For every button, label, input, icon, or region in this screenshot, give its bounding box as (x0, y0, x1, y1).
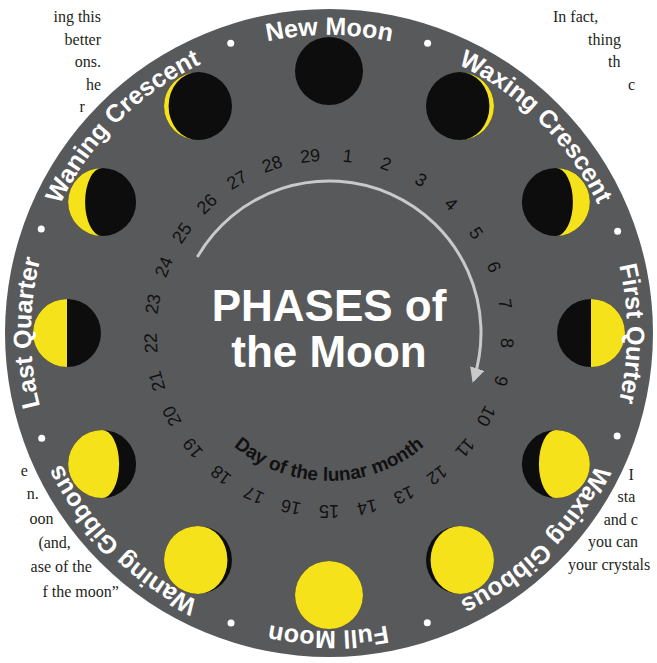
moon-lit (591, 299, 625, 367)
article-text-fragment: In fact, (553, 8, 598, 26)
article-text-fragment: I (628, 466, 633, 484)
article-text-fragment: ing this (53, 8, 101, 26)
separator-dot (228, 619, 235, 626)
article-text-fragment: you can (588, 533, 638, 551)
separator-dot (38, 435, 45, 442)
moon-dark (557, 299, 625, 367)
article-text-fragment: better (65, 31, 101, 49)
day-number: 29 (299, 146, 321, 166)
day-number: 15 (319, 502, 339, 520)
article-text-fragment: n. (27, 485, 39, 503)
phase-name: New Moon (263, 12, 396, 47)
article-text-fragment: and c (604, 511, 638, 529)
direction-arrow (197, 181, 481, 380)
article-text-fragment: ase of the (31, 558, 92, 576)
moon-lit (33, 299, 67, 367)
phase-name: First Qurter (614, 261, 650, 407)
wheel-title: PHASES of the Moon (204, 283, 454, 375)
day-number: 22 (142, 332, 161, 353)
separator-dot (424, 619, 431, 626)
article-text-fragment: thing (588, 31, 621, 49)
separator-dot (38, 225, 45, 232)
article-text-fragment: c (628, 76, 635, 94)
article-text-fragment: f the moon” (42, 583, 118, 601)
moon-dark (295, 37, 363, 105)
separator-dot (424, 40, 431, 47)
article-text-fragment: he (86, 76, 101, 94)
separator-dot (227, 40, 234, 47)
article-text-fragment: (and, (38, 534, 70, 552)
moon-phase-icons (33, 37, 625, 629)
phase-name: Full Moon (266, 620, 391, 654)
article-text-fragment: e (21, 462, 28, 480)
day-number: 8 (497, 337, 516, 348)
day-number: 14 (356, 496, 379, 518)
ring-caption: Day of the lunar month (231, 433, 427, 485)
phase-name: Waning Crescent (39, 43, 204, 207)
separator-dot (614, 228, 621, 235)
article-text-fragment: oon (30, 510, 54, 528)
article-text-fragment: your crystals (568, 556, 650, 574)
phase-name: Waxing Crescent (456, 44, 619, 208)
separator-dot (614, 433, 621, 440)
moon-dark (295, 561, 363, 629)
day-number: 23 (143, 293, 164, 316)
separator-dots (38, 40, 621, 627)
phase-name: Last Quarter (8, 254, 45, 412)
wheel-disc (5, 9, 653, 657)
moon-dark (33, 299, 101, 367)
day-number: 16 (279, 496, 302, 518)
article-text-fragment: th (608, 53, 620, 71)
moon-lit (295, 561, 363, 629)
article-text-fragment: r (79, 98, 84, 116)
article-text-fragment: ons. (75, 53, 101, 71)
article-text-fragment: sta (618, 488, 636, 506)
